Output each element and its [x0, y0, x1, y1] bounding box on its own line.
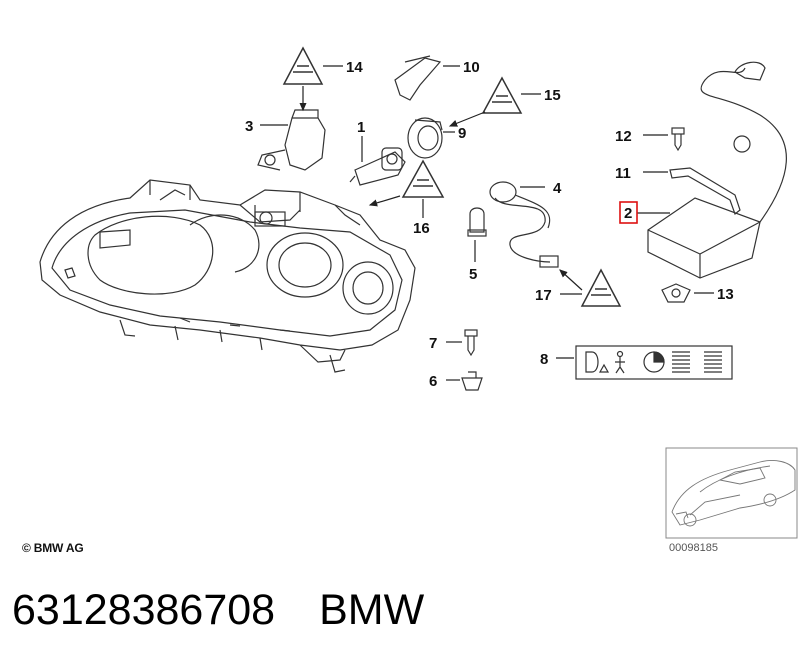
callout-16: 16	[413, 220, 430, 237]
callout-11: 11	[615, 165, 631, 182]
warning-label-part-8	[575, 345, 733, 380]
bulb-part-5	[467, 207, 487, 237]
lamp-socket-part-9	[407, 117, 443, 159]
callout-5: 5	[469, 266, 477, 283]
copyright-text: © BMW AG	[22, 541, 84, 555]
footer-caption: 63128386708 BMW	[12, 586, 468, 635]
diagram-id: 00098185	[669, 542, 718, 554]
warning-triangle-icon	[282, 46, 622, 307]
nut-part-13	[661, 283, 691, 303]
callout-14: 14	[346, 59, 363, 76]
car-thumbnail-icon	[665, 447, 798, 539]
callout-15: 15	[544, 87, 561, 104]
screw-part-12	[671, 127, 685, 152]
bulb-socket-part-1	[349, 147, 406, 186]
callout-2[interactable]: 2	[624, 205, 632, 222]
xenon-bulb-part-3	[257, 109, 326, 171]
socket-wiring-part-4	[489, 181, 559, 268]
callout-10: 10	[463, 59, 480, 76]
callout-9: 9	[458, 125, 466, 142]
highlight-box	[619, 201, 638, 224]
callout-12: 12	[615, 128, 632, 145]
callout-6: 6	[429, 373, 437, 390]
headlamp-housing-icon	[39, 179, 416, 373]
brand-name: BMW	[319, 586, 425, 634]
part-number: 63128386708	[12, 586, 276, 634]
callout-7: 7	[429, 335, 437, 352]
callout-8: 8	[540, 351, 548, 368]
callout-3: 3	[245, 118, 253, 135]
nut-part-6	[461, 371, 483, 391]
callout-4: 4	[553, 180, 562, 197]
callout-17: 17	[535, 287, 552, 304]
clip-part-10	[394, 55, 442, 101]
control-unit-part-2	[647, 61, 787, 279]
callout-1: 1	[357, 119, 365, 136]
callout-13: 13	[717, 286, 734, 303]
bracket-part-11	[669, 167, 741, 215]
screw-part-7	[464, 329, 478, 357]
